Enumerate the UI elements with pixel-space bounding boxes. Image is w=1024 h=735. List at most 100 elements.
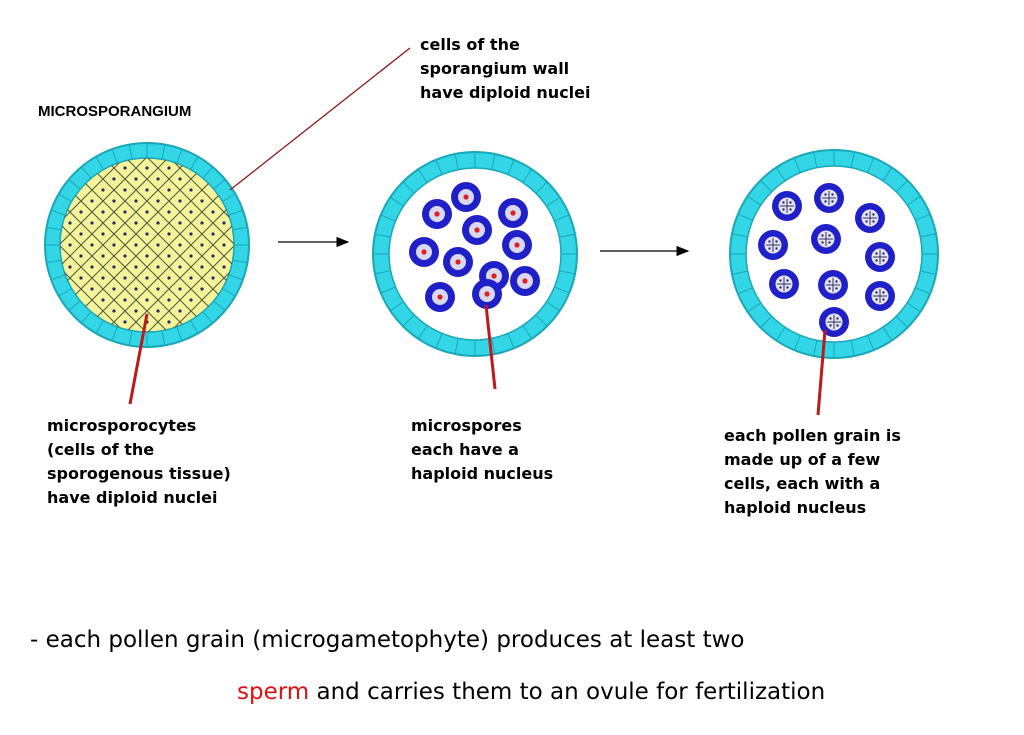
label-line: (cells of the [47, 440, 155, 459]
wall-cell-divider [554, 286, 570, 294]
wall-cell-divisions [730, 150, 938, 358]
diploid-nucleus [145, 210, 149, 214]
diploid-nucleus [167, 276, 171, 280]
haploid-nucleus [882, 291, 885, 294]
haploid-nucleus [768, 247, 771, 250]
diploid-nucleus [90, 199, 94, 203]
haploid-nucleus [882, 252, 885, 255]
diploid-nucleus [156, 177, 160, 181]
wall-cell-divider [402, 181, 415, 194]
label-line: have diploid nuclei [420, 83, 591, 102]
haploid-nucleus [484, 291, 490, 297]
diploid-nucleus [200, 243, 204, 247]
wall-cell-divider [906, 195, 921, 206]
diploid-nucleus [156, 221, 160, 225]
wall-cell-divider [882, 167, 893, 182]
grid-line [60, 158, 190, 332]
wall-cell-divider [731, 270, 748, 275]
diploid-nucleus [200, 221, 204, 225]
diploid-nucleus [167, 232, 171, 236]
diploid-nucleus [189, 254, 193, 258]
diploid-nucleus [189, 210, 193, 214]
diploid-nucleus [101, 232, 105, 236]
wall-cell-divider [213, 179, 226, 190]
haploid-nucleus [872, 220, 875, 223]
haploid-nucleus [828, 234, 831, 237]
diploid-nucleus [211, 254, 215, 258]
diploid-nucleus [112, 243, 116, 247]
diploid-nucleus [101, 210, 105, 214]
wall-cell-divider [737, 213, 753, 221]
wall-cell-divider [867, 335, 875, 351]
wall-cell-divider [50, 274, 66, 281]
haploid-nucleus [474, 227, 480, 233]
diploid-nucleus [134, 243, 138, 247]
diploid-nucleus [123, 210, 127, 214]
diploid-nucleus [200, 265, 204, 269]
haploid-nucleus [828, 280, 831, 283]
wall-cell-divider [535, 314, 548, 327]
highlight-sperm: sperm [237, 679, 310, 705]
diploid-nucleus [134, 265, 138, 269]
wall-cell-divider [920, 270, 937, 275]
diploid-nucleus [112, 265, 116, 269]
wall-cell-divider [161, 330, 166, 346]
wall-cell-divider [58, 288, 72, 297]
label-line: each pollen grain is [724, 426, 901, 445]
microspores-stage-2 [372, 151, 578, 357]
haploid-nucleus [779, 279, 782, 282]
wall-cell-divider [213, 300, 226, 311]
grid-line [0, 115, 35, 375]
haploid-nucleus [882, 259, 885, 262]
pointer-wall [229, 47, 411, 191]
wall-cell-divider [202, 311, 213, 324]
diploid-nucleus [134, 309, 138, 313]
haploid-nucleus [828, 287, 831, 290]
footer-line-2: sperm and carries them to an ovule for f… [237, 677, 825, 707]
diploid-nucleus [200, 199, 204, 203]
wall-cell-divider [228, 274, 244, 281]
wall-cell-divider [380, 286, 396, 294]
wall-cell-divider [68, 179, 81, 190]
diploid-nucleus [101, 254, 105, 258]
diploid-nucleus [112, 177, 116, 181]
haploid-nucleus [836, 324, 839, 327]
wall-cell-divider [222, 193, 236, 202]
wall-cell-divider [190, 320, 199, 334]
wall-cell-divider [522, 168, 533, 183]
wall-cell-divider [50, 209, 66, 216]
wall-cell-divider [850, 151, 855, 168]
haploid-nucleus [775, 247, 778, 250]
wall-cell-divider [895, 315, 908, 328]
haploid-nucleus [437, 294, 443, 300]
wall-cell-divider [128, 144, 133, 160]
haploid-nucleus [775, 240, 778, 243]
wall-cell-divider [906, 302, 921, 313]
diploid-nucleus [178, 243, 182, 247]
wall-cell-divider [507, 159, 515, 175]
diploid-nucleus [211, 276, 215, 280]
diploid-nucleus [90, 221, 94, 225]
diploid-nucleus [211, 232, 215, 236]
wall-cell-divider [46, 259, 62, 264]
wall-cell-divider [793, 335, 801, 351]
pollen-stage-3 [729, 149, 939, 359]
wall-cell-divider [747, 195, 762, 206]
diploid-nucleus [178, 221, 182, 225]
pointer-pollen [816, 329, 827, 416]
haploid-nucleus [789, 208, 792, 211]
wall-cell-divider [417, 325, 428, 340]
label-line: cells, each with a [724, 474, 881, 493]
diagram-title: MICROSPORANGIUM [38, 103, 192, 120]
wall-cell-divider [95, 156, 104, 170]
grid-line [104, 158, 234, 332]
wall-cell-divider [95, 320, 104, 334]
wall-cell-divider [546, 196, 561, 207]
haploid-nucleus [831, 200, 834, 203]
wall-cell-divider [559, 233, 576, 238]
wall-cell-divider [161, 144, 166, 160]
wall-cell-divider [46, 226, 62, 231]
wall-cell-divider [559, 270, 576, 275]
haploid-nucleus [510, 210, 516, 216]
diploid-nucleus [90, 243, 94, 247]
